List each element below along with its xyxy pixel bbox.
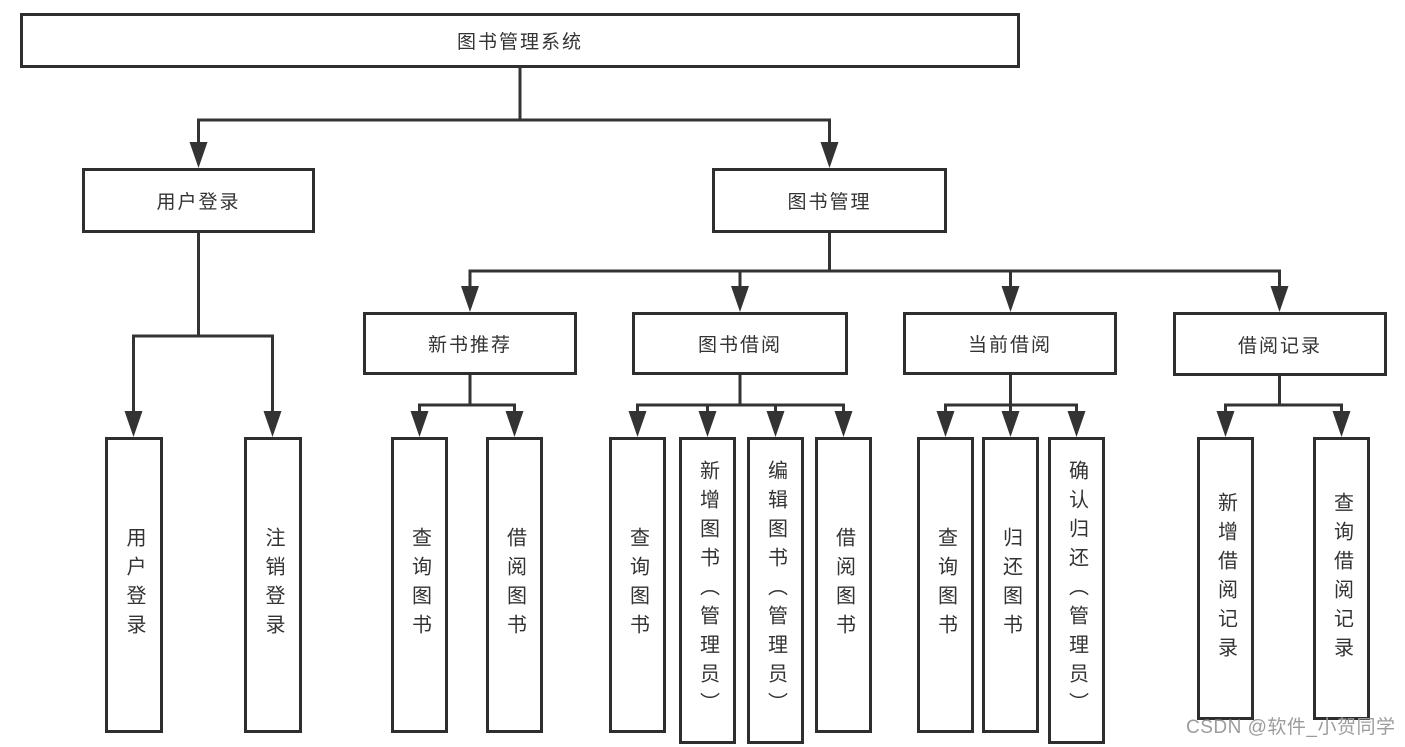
node-label: 图书管理	[787, 192, 872, 213]
node-label: 查询图书	[408, 527, 431, 643]
node-label: 查询借阅记录	[1330, 491, 1353, 666]
leaf-logout: 注销登录	[244, 437, 302, 733]
node-book-borrowing: 图书借阅	[632, 312, 848, 375]
node-label: 图书借阅	[697, 335, 782, 356]
edge-current-borrow-to-leaves	[936, 375, 1086, 437]
node-label: 借阅图书	[832, 527, 855, 643]
leaf-bb-query-books: 查询图书	[609, 437, 666, 733]
leaf-bb-add-books-admin: 新增图书（管理员）	[679, 437, 736, 744]
leaf-cb-confirm-return-admin: 确认归还（管理员）	[1048, 437, 1105, 744]
edge-root-to-level2	[189, 68, 839, 168]
edge-book-mgmt-to-level3	[461, 233, 1289, 312]
leaf-bb-borrow-books: 借阅图书	[815, 437, 872, 733]
node-label: 注销登录	[262, 527, 284, 643]
node-borrowing-records: 借阅记录	[1173, 312, 1387, 376]
leaf-user-login: 用户登录	[105, 437, 163, 733]
node-label: 查询图书	[626, 527, 649, 643]
node-label: 查询图书	[934, 527, 957, 643]
edge-new-book-rec-to-leaves	[410, 375, 524, 437]
node-label: 新增图书（管理员）	[696, 460, 719, 721]
node-label: 编辑图书（管理员）	[764, 460, 787, 721]
node-book-management: 图书管理	[712, 168, 947, 233]
node-label: 图书管理系统	[456, 32, 583, 53]
leaf-bb-edit-books-admin: 编辑图书（管理员）	[747, 437, 804, 744]
edge-user-login-to-leaves	[124, 233, 282, 437]
edge-borrow-record-to-leaves	[1216, 376, 1351, 437]
node-label: 归还图书	[999, 527, 1022, 643]
leaf-rec-borrow-books: 借阅图书	[486, 437, 543, 733]
node-label: 用户登录	[123, 527, 145, 643]
node-current-borrowing: 当前借阅	[903, 312, 1117, 375]
node-label: 借阅记录	[1237, 335, 1322, 357]
node-label: 确认归还（管理员）	[1065, 460, 1088, 721]
node-label: 新书推荐	[427, 335, 512, 356]
leaf-br-query-record: 查询借阅记录	[1313, 437, 1370, 720]
node-new-book-recommendation: 新书推荐	[363, 312, 577, 375]
leaf-rec-query-books: 查询图书	[391, 437, 448, 733]
node-label: 借阅图书	[503, 527, 526, 643]
node-label: 当前借阅	[967, 335, 1052, 356]
edge-book-borrow-to-leaves	[628, 375, 853, 437]
node-user-login: 用户登录	[82, 168, 315, 233]
leaf-br-add-record: 新增借阅记录	[1197, 437, 1254, 720]
node-library-management-system: 图书管理系统	[20, 13, 1020, 68]
csdn-watermark: CSDN @软件_小贺同学	[1186, 717, 1396, 738]
leaf-cb-return-books: 归还图书	[982, 437, 1039, 733]
node-label: 新增借阅记录	[1214, 491, 1237, 666]
node-label: 用户登录	[156, 192, 241, 213]
leaf-cb-query-books: 查询图书	[917, 437, 974, 733]
